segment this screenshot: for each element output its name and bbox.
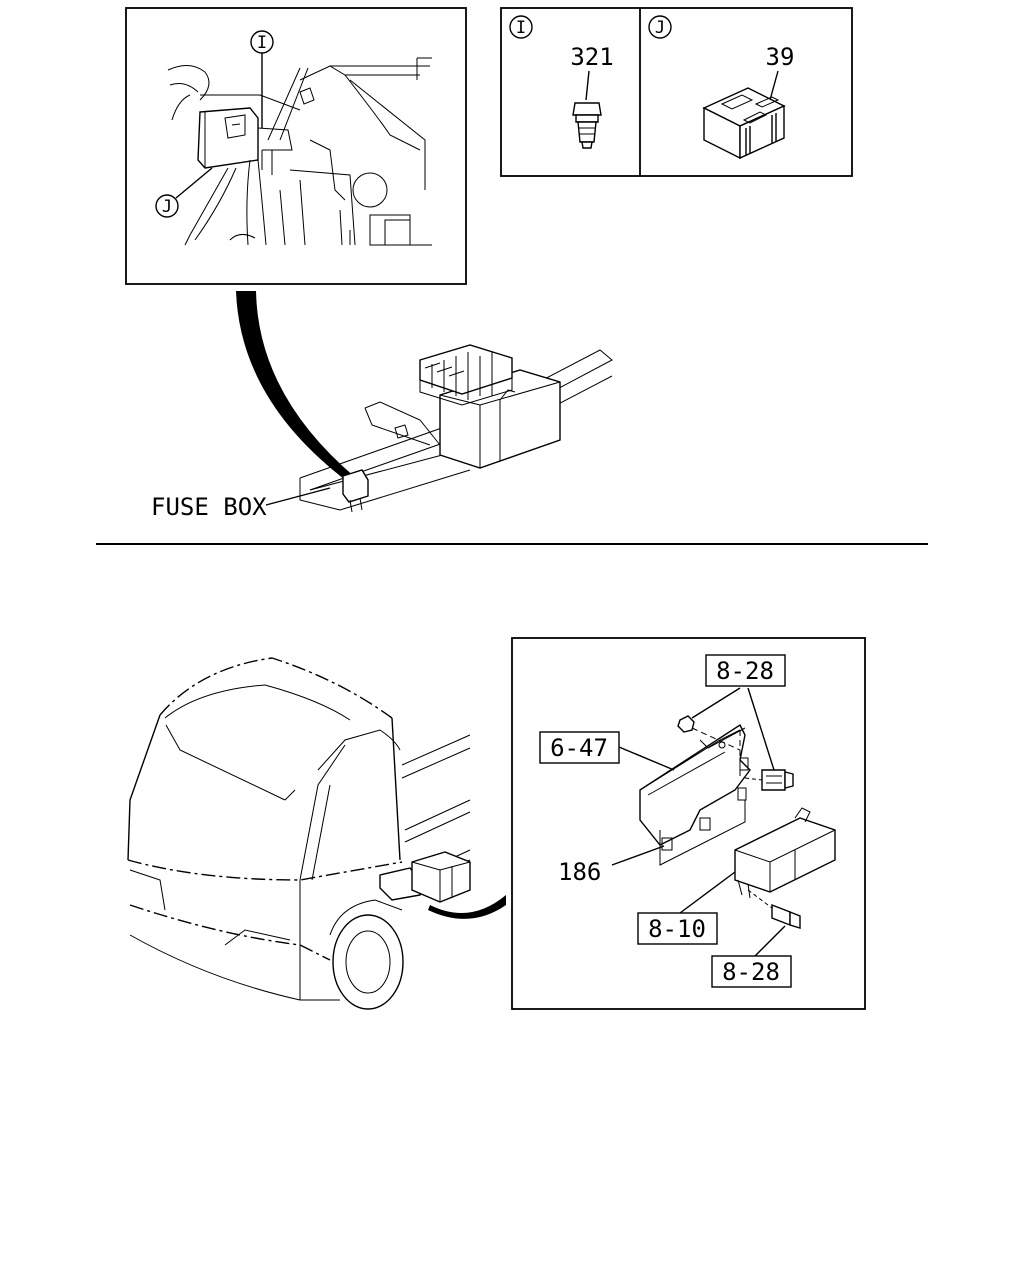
bracket-detail-view: 8-28 6-47 186 8-10 8-28	[511, 637, 866, 1010]
truck-cab-illustration	[127, 657, 506, 1010]
fuse-box-ref-label: 8-10	[648, 915, 706, 943]
detail-leader-curve	[236, 291, 356, 482]
callout-j-label: J	[162, 197, 172, 217]
cab-leader-curve	[428, 895, 506, 919]
fuse-box-label: FUSE BOX	[151, 493, 267, 521]
clip-part-label: 186	[558, 858, 601, 886]
legend-j-part-number: 39	[766, 43, 795, 71]
relay-part-icon	[702, 87, 786, 160]
legend-j-marker: J	[655, 18, 665, 38]
fuse-box-assembly-top: FUSE BOX	[151, 291, 613, 521]
bracket-ref-label: 6-47	[550, 734, 608, 762]
bolt-lower-ref-label: 8-28	[722, 958, 780, 986]
callout-i-label: I	[257, 33, 267, 53]
relay-detail-view: I J	[125, 7, 467, 285]
parts-legend-table: I 321 J 39	[500, 7, 853, 177]
legend-i-marker: I	[516, 18, 526, 38]
clip-part-icon	[572, 102, 602, 149]
legend-i-part-number: 321	[570, 43, 613, 71]
bolt-upper-ref-label: 8-28	[716, 657, 774, 685]
